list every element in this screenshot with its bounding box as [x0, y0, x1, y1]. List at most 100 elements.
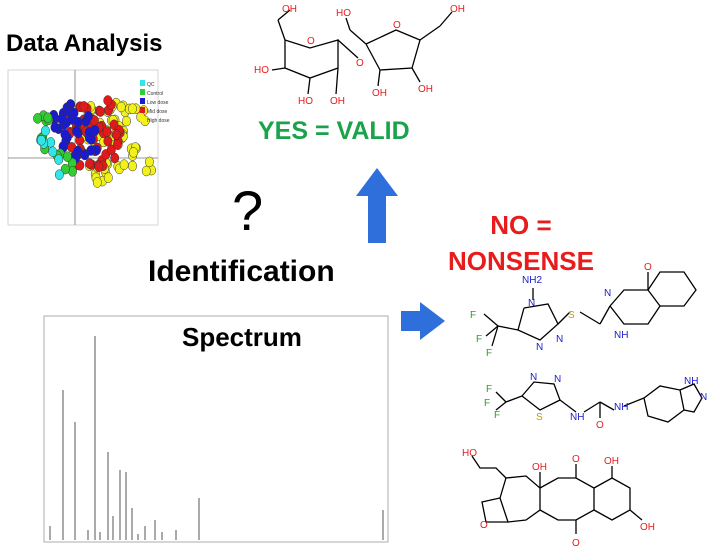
triazole-atom-labels: NH2 N N N S F F F O N NH — [470, 262, 652, 359]
scatter-point — [43, 112, 53, 123]
thiadiazole-atom: NH — [570, 412, 584, 423]
scatter-point — [129, 147, 138, 158]
anthraquinone-atom: OH — [640, 522, 655, 533]
legend-swatch — [140, 98, 145, 104]
triazole-atom: N — [556, 334, 563, 345]
scatter-point — [103, 172, 113, 183]
anthraquinone-atom: OH — [604, 456, 619, 467]
scatter-point — [40, 125, 50, 137]
triazole-atom: F — [476, 334, 482, 345]
spectrum-title: Spectrum — [182, 322, 302, 352]
thiadiazole-atom: S — [536, 412, 543, 423]
triazole-atom: N — [528, 298, 535, 309]
triazole-atom: F — [486, 348, 492, 359]
scatter-point — [86, 145, 96, 156]
thiadiazole-atom: O — [596, 420, 604, 431]
scatter-point — [48, 146, 58, 157]
sucrose-atom: O — [356, 58, 364, 69]
scatter-point — [102, 126, 112, 137]
sucrose-atom: OH — [418, 84, 433, 95]
thiadiazole-atom: F — [494, 410, 500, 421]
sucrose-atom-labels: OH HO HO OH OH O O O HO OH OH HO — [254, 4, 465, 107]
triazole-atom: N — [536, 342, 543, 353]
thiadiazole-atom: N — [700, 392, 707, 403]
anthraquinone-atom: OH — [532, 462, 547, 473]
anthraquinone-atom: HO — [462, 448, 477, 459]
scatter-point — [119, 159, 129, 170]
scatter-point — [57, 113, 66, 125]
scatter-point — [60, 129, 70, 140]
scatter-point — [54, 154, 64, 165]
legend-swatch — [140, 107, 145, 113]
scatter-point — [103, 95, 113, 106]
right-arrow — [401, 302, 445, 340]
scatter-point — [54, 169, 64, 180]
scatter-point — [36, 135, 46, 146]
anthraquinone-atom: O — [480, 520, 488, 531]
scatter-point — [33, 113, 43, 124]
scatter-point — [62, 151, 72, 162]
thiadiazole-atom: N — [530, 372, 537, 383]
spectrum-peaks — [49, 336, 384, 540]
scatter-point — [83, 111, 93, 122]
triazole-atom: NH — [614, 330, 628, 341]
anthraquinone-atom-labels: HO OH OH O O O OH — [462, 448, 655, 549]
scatter-point — [92, 177, 102, 188]
scatter-point — [50, 122, 60, 133]
triazole-structure — [483, 271, 697, 347]
scatter-point — [128, 160, 137, 172]
sucrose-atom: O — [307, 36, 315, 47]
scatter-point — [60, 163, 70, 175]
thiadiazole-atom: NH — [614, 402, 628, 413]
sucrose-atom: OH — [282, 4, 297, 15]
sucrose-atom: HO — [336, 8, 351, 19]
scatter-points — [33, 95, 156, 188]
sucrose-atom: O — [393, 20, 401, 31]
scatter-point — [122, 115, 131, 127]
anthraquinone-atom: O — [572, 454, 580, 465]
thiadiazole-atom: F — [486, 384, 492, 395]
anthraquinone-atom: O — [572, 538, 580, 549]
scatter-point — [144, 156, 154, 168]
data-analysis-title: Data Analysis — [6, 30, 163, 57]
scatter-point — [94, 161, 104, 173]
scatter-point — [69, 107, 79, 119]
scatter-point — [95, 106, 105, 117]
triazole-atom: O — [644, 262, 652, 273]
scatter-point — [72, 125, 81, 137]
thiadiazole-atom-labels: N N S F F F NH O NH N NH — [484, 372, 707, 431]
identification-title: Identification — [148, 255, 335, 288]
scatter-point — [79, 101, 89, 112]
legend-label: Mid dose — [147, 109, 168, 115]
no-label-line1: NO = — [490, 210, 552, 240]
legend-label: Control — [147, 91, 163, 97]
scatter-point — [106, 144, 116, 156]
sucrose-atom: OH — [450, 4, 465, 15]
anthraquinone-structure — [471, 455, 643, 534]
yes-valid-label: YES = VALID — [258, 117, 410, 145]
no-nonsense-label: NO = NONSENSE — [448, 207, 594, 279]
legend-label: QC — [147, 82, 155, 88]
legend-label: Low dose — [147, 100, 169, 106]
spectrum-plot — [43, 315, 389, 543]
scatter-point — [84, 127, 94, 138]
no-label-line2: NONSENSE — [448, 246, 594, 276]
triazole-atom: NH2 — [522, 275, 542, 286]
spectrum-frame — [43, 315, 389, 543]
thiadiazole-atom: F — [484, 398, 490, 409]
sucrose-structure — [271, 9, 453, 95]
thiadiazole-atom: NH — [684, 376, 698, 387]
scatter-point — [112, 139, 122, 150]
legend-swatch — [140, 80, 145, 86]
thiadiazole-atom: N — [554, 374, 561, 385]
scatter-point — [128, 103, 137, 114]
thiadiazole-structure — [495, 381, 703, 423]
scatter-point — [111, 129, 121, 140]
scatter-point — [141, 165, 151, 177]
sucrose-atom: HO — [298, 96, 313, 107]
up-arrow — [356, 168, 398, 243]
sucrose-atom: OH — [372, 88, 387, 99]
